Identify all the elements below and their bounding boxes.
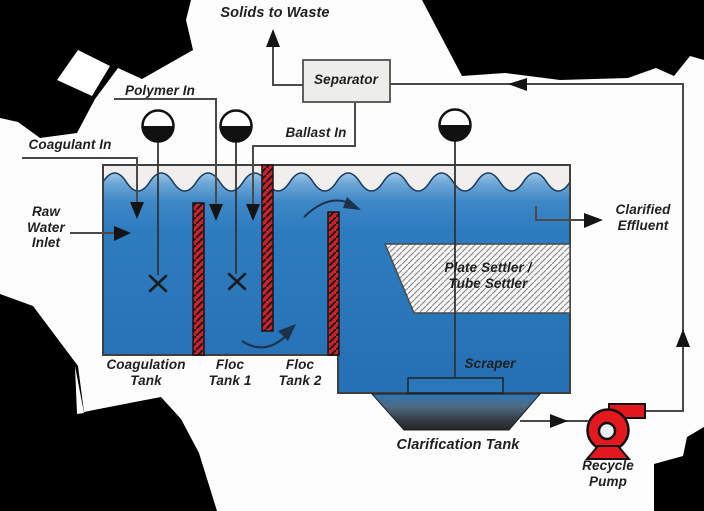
impellers [148, 272, 247, 293]
overflow-arc-head-icon [343, 197, 361, 210]
recycle-up-arrow-icon [676, 329, 690, 347]
label-floc-tank-2: Floc Tank 2 [278, 357, 322, 388]
label-polymer-in: Polymer In [124, 83, 196, 98]
sludge-hopper [370, 393, 542, 431]
tank-outline [102, 164, 571, 394]
baffle-floc1-floc2 [261, 164, 274, 332]
ballast-arrow-icon [246, 204, 260, 221]
pump-inlet-arrow-icon [550, 414, 568, 428]
scraper-icon [407, 377, 504, 394]
mixer-motor-icon [219, 109, 253, 143]
return-left-arrow-icon [508, 78, 527, 91]
impeller-icon [148, 274, 168, 293]
label-ballast-in: Ballast In [285, 125, 347, 140]
polymer-feed-line [114, 98, 217, 206]
label-coagulant-in: Coagulant In [28, 137, 112, 152]
separator-box [302, 59, 391, 103]
solids-waste-arrow-icon [266, 29, 280, 47]
label-clarified-effluent: Clarified Effluent [615, 202, 671, 233]
label-clarification-tank: Clarification Tank [396, 437, 520, 453]
label-solids-to-waste: Solids to Waste [220, 5, 330, 21]
circulation-arrows [241, 197, 361, 349]
label-plate-settler: Plate Settler / Tube Settler [444, 260, 532, 291]
label-coagulation-tank: Coagulation Tank [106, 357, 186, 388]
process-lines [22, 45, 684, 422]
water-surface-wave [102, 172, 571, 192]
recycle-return-line [390, 83, 684, 412]
flow-arrows [114, 29, 690, 428]
mixer-motors [141, 108, 472, 143]
impeller-icon [227, 272, 247, 291]
label-scraper: Scraper [464, 356, 516, 371]
effluent-arrow-icon [584, 213, 603, 228]
raw-water-arrow-icon [114, 226, 131, 241]
scraper-drive-motor-icon [438, 108, 472, 142]
label-recycle-pump: Recycle Pump [582, 458, 634, 489]
shafts [157, 140, 456, 378]
coagulant-feed-line [22, 157, 138, 203]
polymer-arrow-icon [209, 204, 223, 221]
effluent-line [535, 206, 585, 221]
baffle-coagulation-floc1 [192, 202, 205, 356]
plate-settler-icon [383, 243, 571, 314]
solids-waste-line [272, 45, 303, 86]
mixer-motor-icon [141, 109, 175, 143]
label-floc-tank-1: Floc Tank 1 [208, 357, 252, 388]
baffles [192, 164, 340, 356]
label-raw-water-inlet: Raw Water Inlet [27, 204, 65, 251]
baffle-floc2-clarifier [327, 211, 340, 356]
coagulant-arrow-icon [130, 202, 144, 219]
label-separator: Separator [314, 72, 378, 87]
underflow-arc-head-icon [278, 324, 296, 341]
pump-icon [584, 403, 646, 460]
ballast-feed-line [252, 103, 356, 206]
